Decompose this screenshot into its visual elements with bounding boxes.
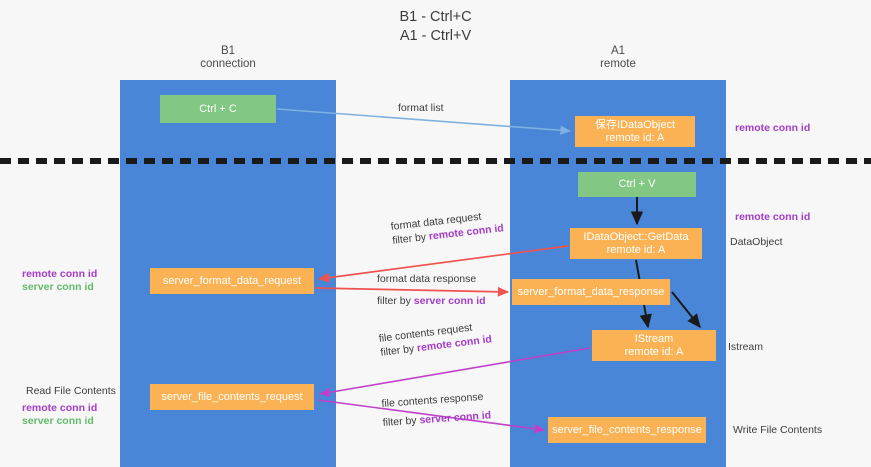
- caption-file-contents-request-prefix: filter by: [379, 342, 418, 359]
- node-save-idataobject-line1: 保存IDataObject: [594, 118, 676, 131]
- caption-format-data-response-line1: format data response: [377, 273, 477, 285]
- lane-header-b1: B1 connection: [120, 45, 336, 71]
- node-server-file-contents-request[interactable]: server_file_contents_request: [150, 384, 314, 410]
- annotation-left-server-conn-id-bottom: server conn id: [22, 415, 94, 427]
- node-server-file-contents-request-label: server_file_contents_request: [161, 390, 303, 403]
- node-server-format-data-request-label: server_format_data_request: [162, 274, 302, 287]
- node-server-format-data-request[interactable]: server_format_data_request: [150, 268, 314, 294]
- caption-format-data-response-key: server conn id: [413, 295, 486, 307]
- title-line-1: B1 - Ctrl+C: [399, 9, 472, 25]
- annotation-left-server-conn-id-top: server conn id: [22, 281, 94, 293]
- annotation-read-file-contents: Read File Contents: [26, 385, 116, 397]
- node-idataobject-getdata-line2: remote id: A: [606, 243, 666, 256]
- node-istream[interactable]: IStream remote id: A: [592, 330, 716, 361]
- caption-format-list-text: format list: [398, 102, 444, 114]
- node-istream-text: IStream remote id: A: [625, 333, 684, 359]
- lane-b1-subtitle: connection: [200, 58, 256, 70]
- caption-format-list: format list: [398, 101, 444, 115]
- node-ctrl-v-label: Ctrl + V: [618, 178, 656, 190]
- caption-file-contents-response-prefix: filter by: [382, 414, 420, 429]
- annotation-dataobject: DataObject: [730, 236, 783, 248]
- node-idataobject-getdata-text: IDataObject::GetData remote id: A: [583, 231, 688, 257]
- annotation-write-file-contents: Write File Contents: [733, 424, 823, 436]
- caption-file-contents-response-line1: file contents response: [381, 390, 484, 410]
- annotation-remote-conn-id-mid-right: remote conn id: [735, 211, 811, 223]
- node-idataobject-getdata-line1: IDataObject::GetData: [583, 230, 689, 243]
- node-save-idataobject[interactable]: 保存IDataObject remote id: A: [575, 116, 695, 147]
- caption-format-data-request: format data request filter by remote con…: [390, 207, 504, 248]
- lane-header-a1: A1 remote: [510, 45, 726, 71]
- node-istream-line1: IStream: [634, 332, 674, 345]
- annotation-left-conn-ids-bottom: remote conn id server conn id: [22, 402, 97, 428]
- caption-format-data-request-prefix: filter by: [391, 230, 430, 247]
- node-idataobject-getdata[interactable]: IDataObject::GetData remote id: A: [570, 228, 702, 259]
- caption-format-data-response: format data response filter by server co…: [377, 272, 486, 308]
- node-server-file-contents-response[interactable]: server_file_contents_response: [548, 417, 706, 443]
- node-server-format-data-response[interactable]: server_format_data_response: [512, 279, 670, 305]
- annotation-left-conn-ids-top: remote conn id server conn id: [22, 268, 97, 294]
- annotation-left-remote-conn-id-bottom: remote conn id: [22, 402, 98, 414]
- node-ctrl-c-label: Ctrl + C: [199, 102, 237, 115]
- caption-file-contents-request: file contents request filter by remote c…: [378, 318, 493, 359]
- lane-a1-title: A1: [610, 45, 626, 57]
- node-ctrl-v[interactable]: Ctrl + V: [578, 172, 696, 197]
- caption-file-contents-response-key: server conn id: [419, 409, 492, 427]
- lane-b1-title: B1: [220, 45, 236, 57]
- caption-file-contents-response: file contents response filter by server …: [381, 389, 492, 429]
- annotation-istream: Istream: [728, 341, 764, 353]
- node-save-idataobject-line2: remote id: A: [605, 131, 665, 144]
- caption-format-data-response-prefix: filter by: [377, 295, 414, 307]
- lane-a1-subtitle: remote: [600, 58, 636, 70]
- node-save-idataobject-text: 保存IDataObject remote id: A: [595, 119, 675, 145]
- annotation-left-remote-conn-id-top: remote conn id: [22, 268, 98, 280]
- node-server-file-contents-response-label: server_file_contents_response: [552, 423, 702, 436]
- node-server-format-data-response-label: server_format_data_response: [517, 285, 665, 298]
- caption-file-contents-response-line2: filter by server conn id: [382, 408, 491, 430]
- annotation-remote-conn-id-top-right: remote conn id: [735, 122, 811, 134]
- page-title: B1 - Ctrl+C A1 - Ctrl+V: [0, 8, 871, 46]
- title-line-2: A1 - Ctrl+V: [399, 28, 472, 44]
- caption-format-data-response-line2: filter by server conn id: [377, 294, 486, 308]
- node-istream-line2: remote id: A: [624, 345, 684, 358]
- node-ctrl-c[interactable]: Ctrl + C: [160, 95, 276, 123]
